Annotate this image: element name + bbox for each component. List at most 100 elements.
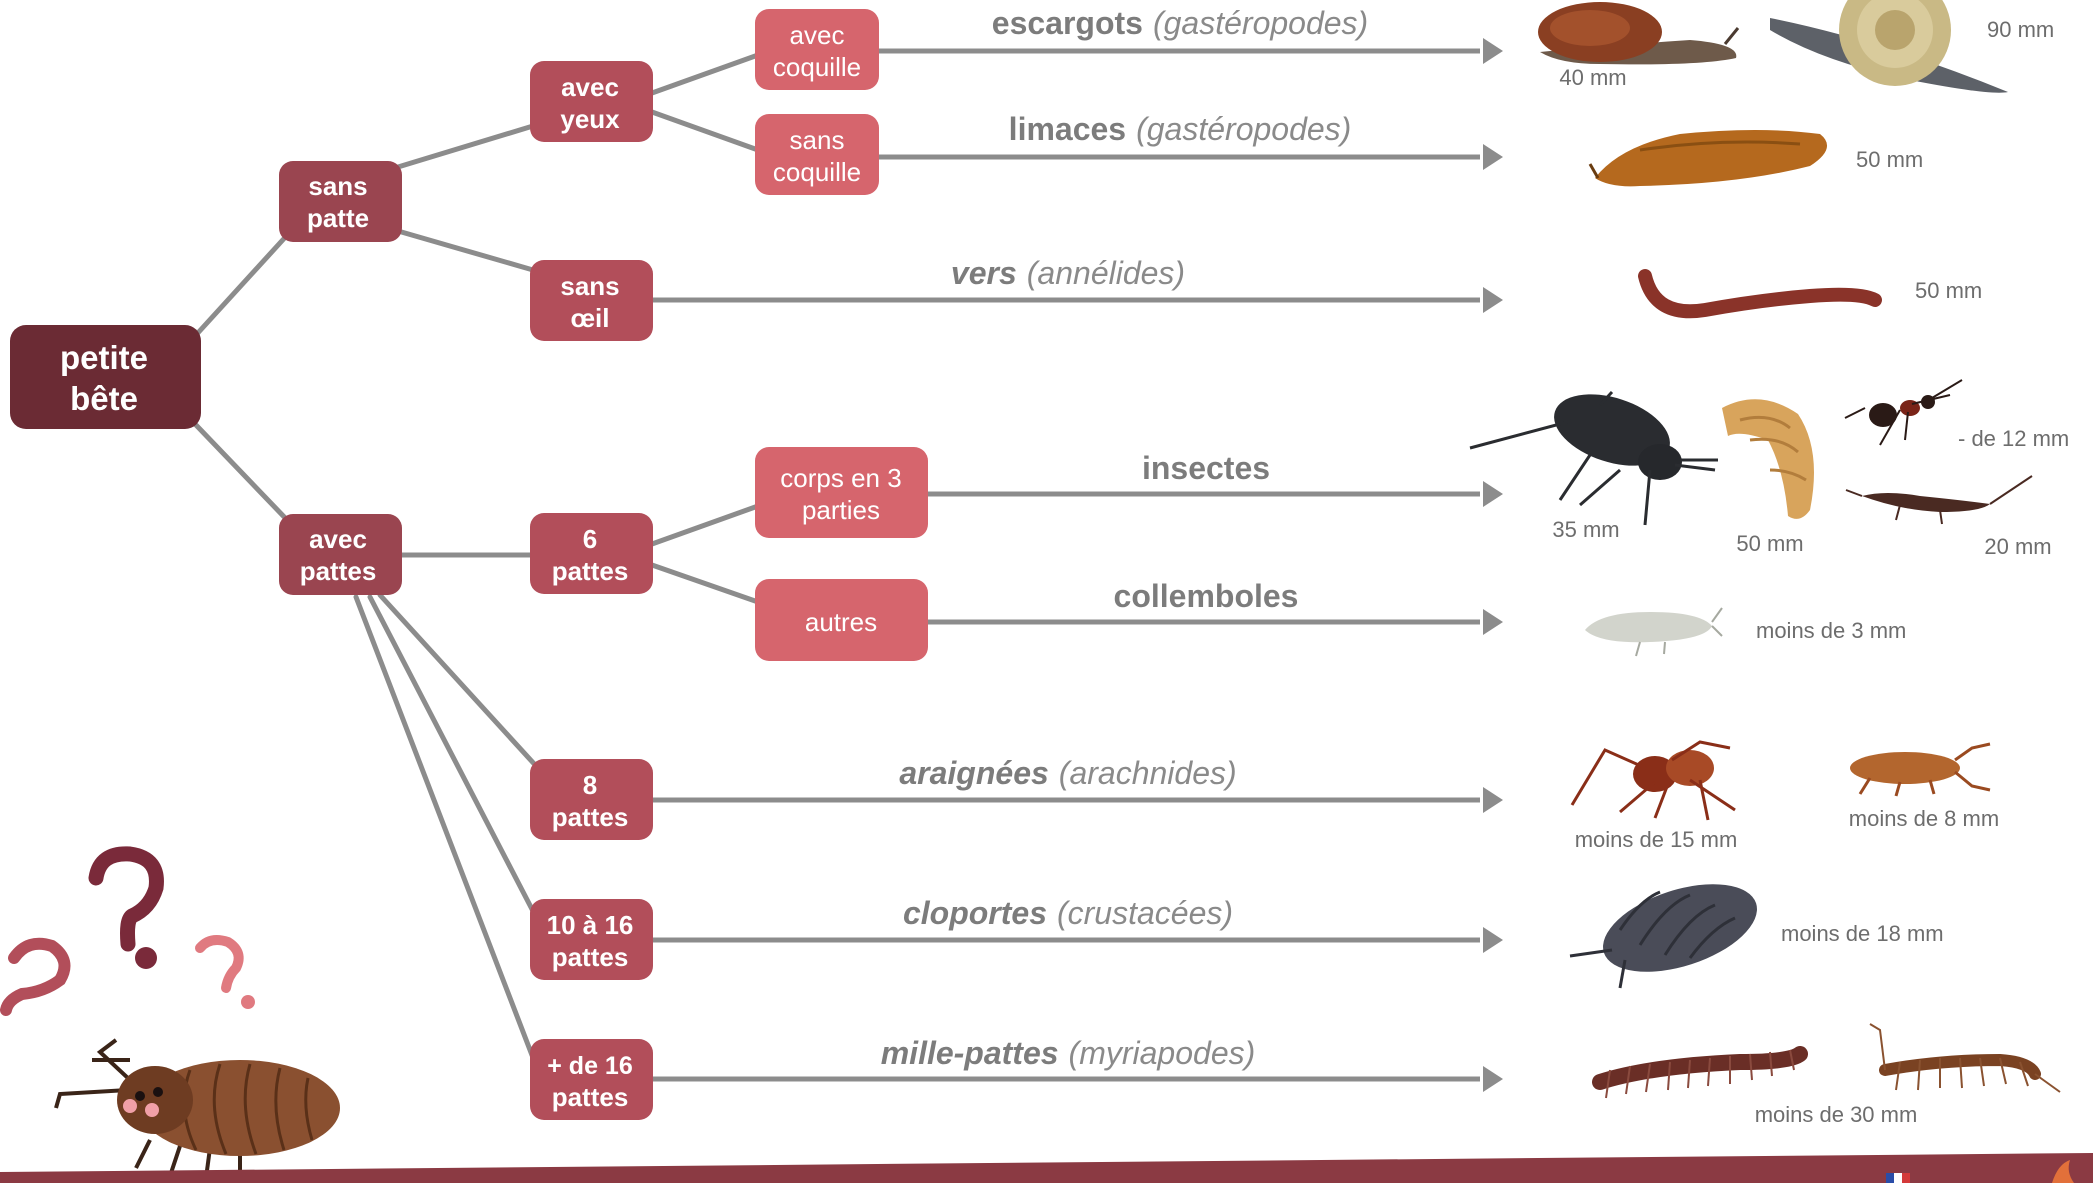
connector-avec-pattes-10-16-pattes <box>370 597 535 915</box>
escargot-brown-illustration <box>1538 2 1738 64</box>
arrow-limaces <box>878 144 1503 170</box>
node-10-16-pattes: 10 à 16 pattes <box>530 899 653 980</box>
cloporte-illustration <box>1570 867 1768 989</box>
node-petite-bete-line2: bête <box>70 380 138 417</box>
label-mille-pattes-class: (myriapodes) <box>1069 1035 1256 1071</box>
label-escargots-class: (gastéropodes) <box>1153 5 1368 41</box>
node-6-pattes-line1: 6 <box>583 524 597 554</box>
carabe-illustration <box>1470 381 1718 525</box>
label-cloportes-name: cloportes <box>903 895 1047 931</box>
node-autres: autres <box>755 579 928 661</box>
label-vers-name: vers <box>951 255 1017 291</box>
node-6-pattes-line2: pattes <box>552 556 629 586</box>
node-sans-oeil: sans œil <box>530 260 653 341</box>
node-corps-3-parties: corps en 3 parties <box>755 447 928 538</box>
connector-sans-patte-sans-oeil <box>398 231 533 270</box>
larve-illustration <box>1722 399 1814 519</box>
label-escargots-name: escargots <box>992 5 1143 41</box>
connector-6-pattes-autres <box>652 565 758 602</box>
footer-band <box>0 1153 2093 1183</box>
ver-illustration <box>1645 276 1875 311</box>
label-collemboles: collemboles <box>1114 578 1299 614</box>
mille-pattes-2-illustration <box>1870 1024 2060 1092</box>
node-sans-coquille: sans coquille <box>755 114 879 195</box>
node-avec-pattes-line1: avec <box>309 524 367 554</box>
node-10-16-pattes-line1: 10 à 16 <box>547 910 634 940</box>
fourmi-illustration <box>1845 380 1962 445</box>
connector-avec-yeux-avec-coquille <box>652 55 758 93</box>
label-araignees: araignées (arachnides) <box>899 755 1236 791</box>
flag-icon <box>1886 1173 1910 1183</box>
pseudoscorpion-illustration <box>1850 744 1990 796</box>
size-perce-oreille: 20 mm <box>1984 534 2051 559</box>
node-avec-yeux: avec yeux <box>530 61 653 142</box>
size-cloporte: moins de 18 mm <box>1781 921 1944 946</box>
limace-illustration <box>1590 130 1827 186</box>
escargot-yellow-illustration <box>1770 0 2008 93</box>
node-avec-coquille-line1: avec <box>790 20 845 50</box>
label-insectes: insectes <box>1142 450 1270 486</box>
node-sans-coquille-line2: coquille <box>773 157 861 187</box>
size-pseudoscorpion: moins de 8 mm <box>1849 806 1999 831</box>
node-sans-patte-line2: patte <box>307 203 369 233</box>
cartoon-woodlouse-illustration <box>6 854 340 1178</box>
connector-root-avec-pattes <box>196 425 290 523</box>
question-mark-icon-3 <box>200 940 255 1009</box>
node-8-pattes: 8 pattes <box>530 759 653 840</box>
node-autres-line1: autres <box>805 607 877 637</box>
arrow-escargots <box>878 38 1503 64</box>
arrows <box>652 38 1503 1092</box>
node-avec-pattes-line2: pattes <box>300 556 377 586</box>
size-escargot-1: 40 mm <box>1559 65 1626 90</box>
label-vers-class: (annélides) <box>1027 255 1185 291</box>
label-limaces-name: limaces <box>1009 111 1126 147</box>
size-araignee: moins de 15 mm <box>1575 827 1738 852</box>
label-limaces-class: (gastéropodes) <box>1136 111 1351 147</box>
connector-sans-patte-avec-yeux <box>398 126 533 167</box>
node-10-16-pattes-line2: pattes <box>552 942 629 972</box>
perce-oreille-illustration <box>1846 476 2032 524</box>
label-cloportes: cloportes (crustacées) <box>903 895 1233 931</box>
connector-avec-yeux-sans-coquille <box>652 112 758 150</box>
araignee-illustration <box>1572 742 1735 820</box>
node-avec-yeux-line2: yeux <box>560 104 620 134</box>
node-sans-patte: sans patte <box>279 161 402 242</box>
size-escargot-2: 90 mm <box>1987 17 2054 42</box>
connector-avec-pattes-8-pattes <box>380 595 537 767</box>
label-limaces: limaces (gastéropodes) <box>1009 111 1352 147</box>
node-8-pattes-line1: 8 <box>583 770 597 800</box>
label-vers: vers (annélides) <box>951 255 1185 291</box>
node-corps-3-parties-line2: parties <box>802 495 880 525</box>
size-limace: 50 mm <box>1856 147 1923 172</box>
connector-root-sans-patte <box>196 232 290 335</box>
connector-6-pattes-corps <box>652 506 758 544</box>
node-plus-16-pattes-line2: pattes <box>552 1082 629 1112</box>
node-sans-patte-line1: sans <box>308 171 367 201</box>
size-collembole: moins de 3 mm <box>1756 618 1906 643</box>
node-sans-coquille-line1: sans <box>790 125 845 155</box>
node-plus-16-pattes: + de 16 pattes <box>530 1039 653 1120</box>
size-fourmi: - de 12 mm <box>1958 426 2069 451</box>
node-avec-yeux-line1: avec <box>561 72 619 102</box>
label-escargots: escargots (gastéropodes) <box>992 5 1368 41</box>
label-mille-pattes: mille-pattes (myriapodes) <box>881 1035 1256 1071</box>
question-mark-icon-2 <box>6 944 65 1010</box>
mille-pattes-1-illustration <box>1600 1050 1800 1098</box>
label-araignees-name: araignées <box>899 755 1048 791</box>
collembole-illustration <box>1585 608 1722 656</box>
node-petite-bete-line1: petite <box>60 339 148 376</box>
label-cloportes-class: (crustacées) <box>1057 895 1233 931</box>
label-araignees-class: (arachnides) <box>1059 755 1237 791</box>
question-mark-icon-1 <box>96 854 157 969</box>
node-corps-3-parties-line1: corps en 3 <box>780 463 901 493</box>
node-plus-16-pattes-line1: + de 16 <box>547 1052 632 1080</box>
size-mille-pattes: moins de 30 mm <box>1755 1102 1918 1127</box>
size-ver: 50 mm <box>1915 278 1982 303</box>
label-mille-pattes-name: mille-pattes <box>881 1035 1059 1071</box>
node-avec-pattes: avec pattes <box>279 514 402 595</box>
node-8-pattes-line2: pattes <box>552 802 629 832</box>
node-petite-bete: petite bête <box>10 325 201 429</box>
node-6-pattes: 6 pattes <box>530 513 653 594</box>
